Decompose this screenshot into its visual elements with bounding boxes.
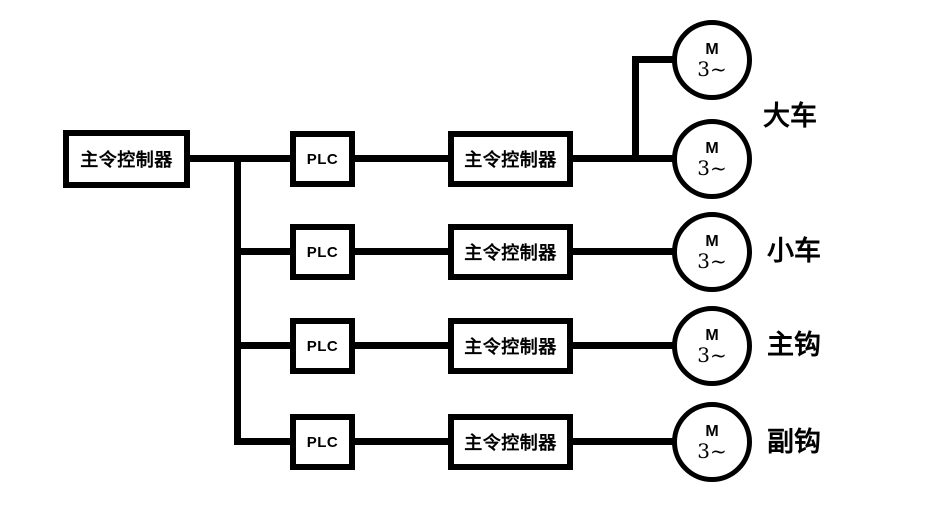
controller-box-row3: 主令控制器 xyxy=(448,318,573,374)
connector-line-row4-a xyxy=(355,438,448,445)
motor-circle-row2: M 3~ xyxy=(672,212,752,292)
motor-circle-row1-upper: M 3~ xyxy=(672,20,752,100)
controller-label: 主令控制器 xyxy=(464,150,557,170)
group-label-row2: 小车 xyxy=(767,236,821,266)
motor-phase: 3~ xyxy=(697,155,727,180)
connector-line-bus xyxy=(234,155,241,445)
group-label-row3: 主钩 xyxy=(767,330,821,360)
connector-line-row3-b xyxy=(573,342,676,349)
master-controller-label: 主令控制器 xyxy=(80,150,173,170)
plc-label: PLC xyxy=(306,243,339,261)
controller-label: 主令控制器 xyxy=(464,337,557,357)
connector-line-row1-b xyxy=(573,155,676,162)
connector-line-row2-b xyxy=(573,248,676,255)
plc-label: PLC xyxy=(306,150,339,168)
motor-letter: M xyxy=(705,422,719,440)
controller-box-row2: 主令控制器 xyxy=(448,224,573,280)
connector-line-row1-top xyxy=(632,56,676,63)
connector-line-row1-a xyxy=(355,155,448,162)
connector-line-row3-a xyxy=(355,342,448,349)
group-label-row1: 大车 xyxy=(763,101,817,131)
controller-label: 主令控制器 xyxy=(464,243,557,263)
motor-circle-row4: M 3~ xyxy=(672,402,752,482)
plc-box-row2: PLC xyxy=(290,224,355,280)
controller-label: 主令控制器 xyxy=(464,433,557,453)
plc-box-row3: PLC xyxy=(290,318,355,374)
connector-line-row2-a xyxy=(355,248,448,255)
motor-circle-row3: M 3~ xyxy=(672,306,752,386)
master-controller-box: 主令控制器 xyxy=(63,130,190,188)
motor-phase: 3~ xyxy=(697,438,727,463)
motor-phase: 3~ xyxy=(697,56,727,81)
controller-box-row1: 主令控制器 xyxy=(448,131,573,187)
motor-letter: M xyxy=(705,326,719,344)
connector-line-row4-b xyxy=(573,438,676,445)
motor-letter: M xyxy=(705,232,719,250)
motor-letter: M xyxy=(705,139,719,157)
group-label-row4: 副钩 xyxy=(767,427,821,457)
connector-line-branch-row2 xyxy=(234,248,290,255)
connector-line-branch-row3 xyxy=(234,342,290,349)
motor-letter: M xyxy=(705,40,719,58)
controller-box-row4: 主令控制器 xyxy=(448,414,573,470)
motor-phase: 3~ xyxy=(697,248,727,273)
connector-line-row1-vertical xyxy=(632,56,639,162)
motor-circle-row1-lower: M 3~ xyxy=(672,119,752,199)
plc-label: PLC xyxy=(306,337,339,355)
motor-phase: 3~ xyxy=(697,342,727,367)
connector-line-branch-row4 xyxy=(234,438,290,445)
plc-box-row1: PLC xyxy=(290,131,355,187)
plc-label: PLC xyxy=(306,433,339,451)
plc-box-row4: PLC xyxy=(290,414,355,470)
